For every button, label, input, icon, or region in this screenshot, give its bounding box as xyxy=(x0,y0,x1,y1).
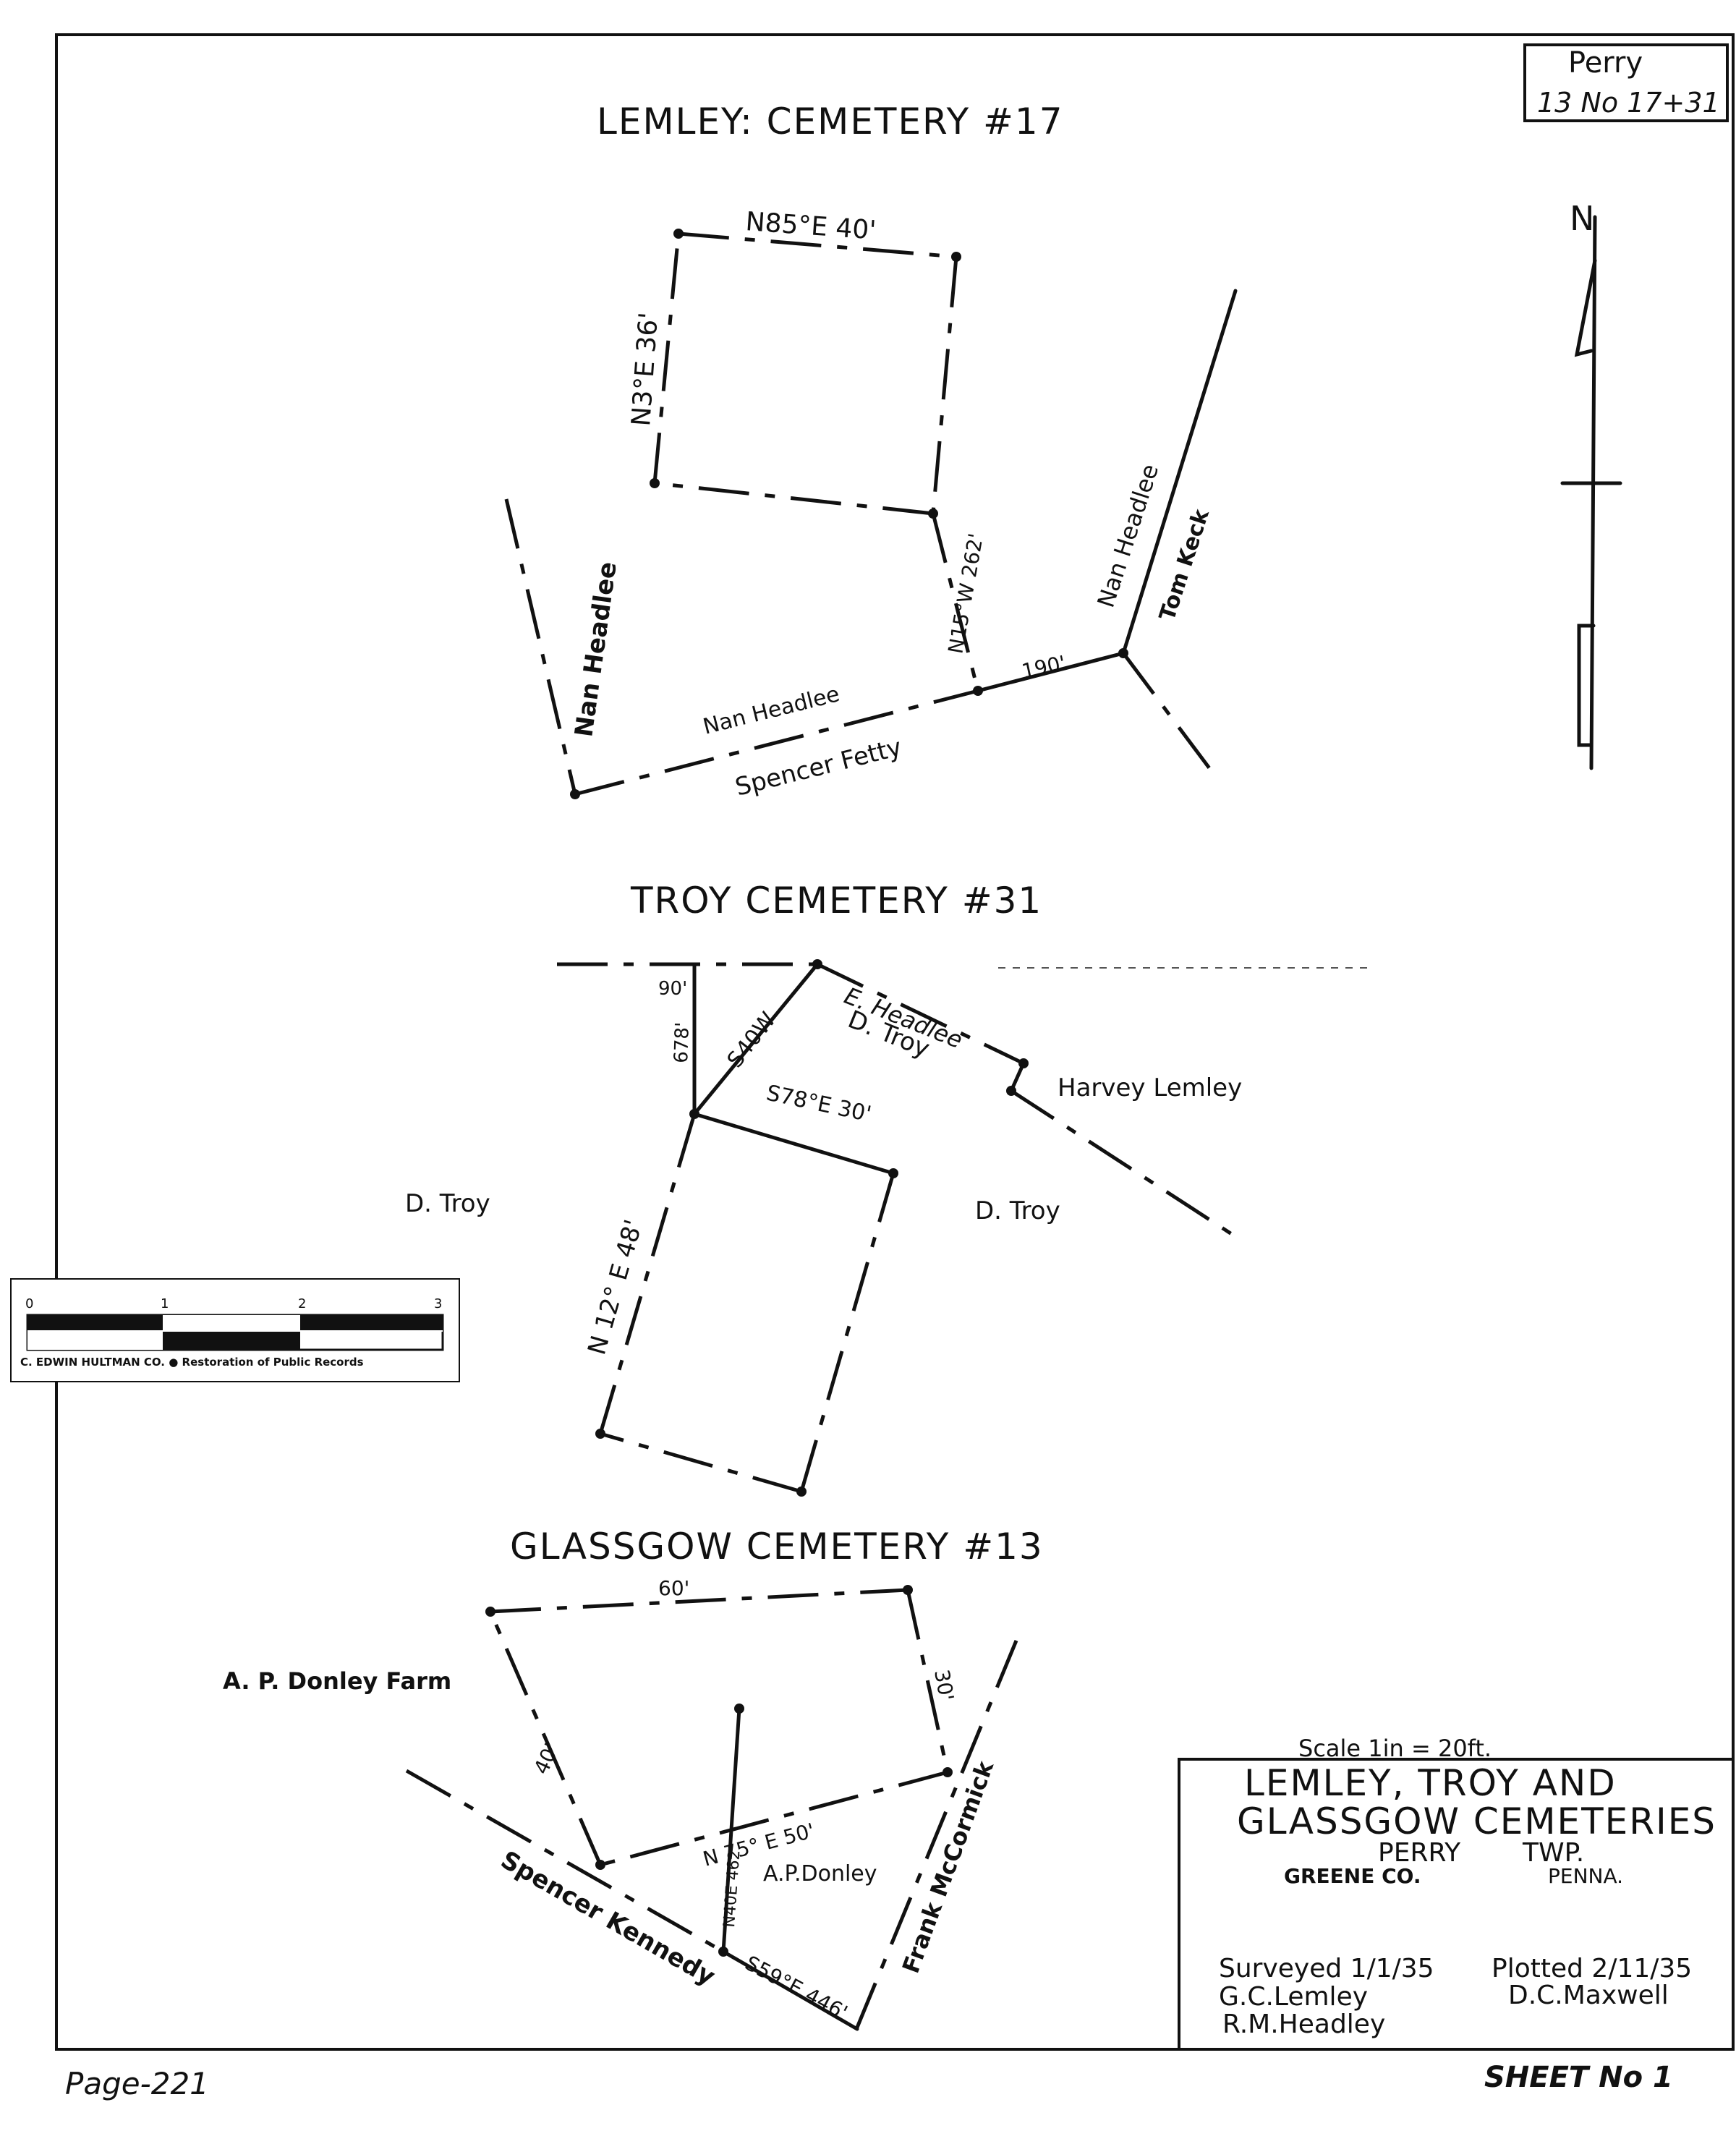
troy-southeast-line xyxy=(1010,1089,1240,1241)
sheet-border xyxy=(55,33,1735,2051)
lemley-road-east xyxy=(976,651,1126,693)
lemley-label-spencer-fetty: Spencer Fetty xyxy=(733,733,905,802)
glassgow-south-boundary xyxy=(600,1770,948,1867)
troy-dist-90: 90' xyxy=(658,978,687,1000)
title-block: Scale 1in = 20ft. LEMLEY, TROY AND GLASS… xyxy=(1178,1735,1735,2051)
glassgow-label-frank-mccormick: Frank McCormick xyxy=(897,1757,1000,1977)
glassgow-spencer-kennedy-line xyxy=(405,1769,725,1954)
troy-bearing-n12e: N 12° E 48' xyxy=(582,1217,648,1358)
title-block-plotted: Plotted 2/11/35 xyxy=(1492,1954,1692,1983)
title-block-surveyor1: G.C.Lemley xyxy=(1219,1982,1368,2012)
troy-label-harvey-lemley: Harvey Lemley xyxy=(1058,1073,1242,1102)
lemley-south-boundary xyxy=(654,481,934,516)
glassgow-label-spencer-kennedy: Spencer Kennedy xyxy=(496,1845,720,1991)
glassgow-dist-60: 60' xyxy=(658,1576,689,1600)
scale-tick-0: 0 xyxy=(25,1296,33,1311)
lemley-south-property-line xyxy=(574,689,979,796)
lemley-dist-190: 190' xyxy=(1020,651,1068,684)
corner-reference-box: Perry 13 No 17+31 xyxy=(1523,43,1729,122)
troy-label-d-troy-east: D. Troy xyxy=(975,1196,1060,1225)
troy-bearing-s78e: S78°E 30' xyxy=(764,1081,873,1128)
title-block-surveyed: Surveyed 1/1/35 xyxy=(1219,1954,1434,1983)
scale-bar: 0 1 2 3 C. EDWIN HULTMAN CO. ● Restorati… xyxy=(10,1278,460,1382)
glassgow-n40e-line xyxy=(721,1706,741,1954)
glassgow-east-boundary xyxy=(906,1589,950,1773)
scale-tick-1: 1 xyxy=(161,1296,169,1311)
lemley-connector-line xyxy=(931,513,980,692)
glassgow-title: GLASSGOW CEMETERY #13 xyxy=(510,1526,1044,1568)
glassgow-label-a-p-donley: A.P.Donley xyxy=(763,1861,877,1887)
troy-label-d-troy-west: D. Troy xyxy=(405,1189,490,1218)
troy-title: TROY CEMETERY #31 xyxy=(630,880,1042,922)
north-arrow-label: N xyxy=(1570,199,1594,238)
troy-plot-south xyxy=(600,1432,802,1494)
glassgow-west-boundary xyxy=(488,1611,603,1866)
title-block-scale: Scale 1in = 20ft. xyxy=(1298,1735,1492,1762)
corner-box-township: Perry xyxy=(1568,46,1643,80)
title-block-perry: PERRY xyxy=(1378,1838,1461,1868)
title-block-greene: GREENE CO. xyxy=(1284,1864,1421,1888)
glassgow-label-donley-farm: A. P. Donley Farm xyxy=(223,1667,451,1695)
lemley-bearing-top: N85°E 40' xyxy=(744,207,877,246)
glassgow-dist-30: 30' xyxy=(929,1667,958,1702)
scale-tick-2: 2 xyxy=(298,1296,306,1311)
title-block-line1: LEMLEY, TROY AND xyxy=(1244,1762,1617,1804)
scale-tick-3: 3 xyxy=(434,1296,442,1311)
page-number-label: Page-221 xyxy=(65,2066,209,2101)
lemley-west-boundary xyxy=(652,233,681,484)
scale-bar-caption: C. EDWIN HULTMAN CO. ● Restoration of Pu… xyxy=(20,1356,364,1369)
title-block-penna: PENNA. xyxy=(1548,1864,1623,1888)
glassgow-north-boundary xyxy=(490,1588,909,1614)
title-block-line2: GLASSGOW CEMETERIES xyxy=(1237,1800,1716,1842)
troy-plot-west xyxy=(598,1113,697,1434)
lemley-southeast-line xyxy=(1121,652,1212,770)
glassgow-label-s59e-446: S59°E 446' xyxy=(741,1951,851,2025)
lemley-northeast-line xyxy=(1121,289,1238,655)
glassgow-mccormick-line xyxy=(851,1640,1018,2037)
lemley-bearing-connector: N15°W 262' xyxy=(943,532,988,655)
title-block-surveyor2: R.M.Headley xyxy=(1222,2009,1385,2039)
troy-diagonal-s40w xyxy=(692,962,820,1116)
north-arrow: N xyxy=(1560,199,1622,770)
lemley-west-property-line xyxy=(504,498,577,795)
title-block-plotter: D.C.Maxwell xyxy=(1508,1981,1669,2010)
lemley-title: LEMLEY: CEMETERY #17 xyxy=(597,101,1064,143)
troy-headlee-line xyxy=(816,962,1025,1066)
glassgow-s59e-line xyxy=(721,1949,859,2031)
troy-plot-north xyxy=(692,1112,895,1175)
troy-cemetery-plot: TROY CEMETERY #31 90' 678' S40W E. Headl… xyxy=(405,880,1371,1497)
lemley-north-boundary xyxy=(678,231,957,259)
corner-box-number: 13 No 17+31 xyxy=(1537,87,1720,119)
title-block-twp: TWP. xyxy=(1522,1838,1584,1868)
lemley-label-nan-headlee-east: Nan Headlee xyxy=(1092,461,1164,611)
lemley-bearing-left: N3°E 36' xyxy=(626,311,664,427)
glassgow-cemetery-plot: GLASSGOW CEMETERY #13 60' 30' 40' A. P. … xyxy=(223,1526,1044,2037)
troy-bearing-s40w: S40W xyxy=(723,1008,781,1073)
troy-plot-east xyxy=(799,1173,895,1492)
lemley-label-nan-headlee-west: Nan Headlee xyxy=(569,560,623,739)
lemley-east-boundary xyxy=(931,256,958,514)
sheet-number-label: SHEET No 1 xyxy=(1484,2061,1673,2094)
lemley-cemetery-plot: LEMLEY: CEMETERY #17 N85°E 40' N3°E 36' … xyxy=(504,101,1238,802)
troy-dist-678: 678' xyxy=(671,1021,694,1063)
